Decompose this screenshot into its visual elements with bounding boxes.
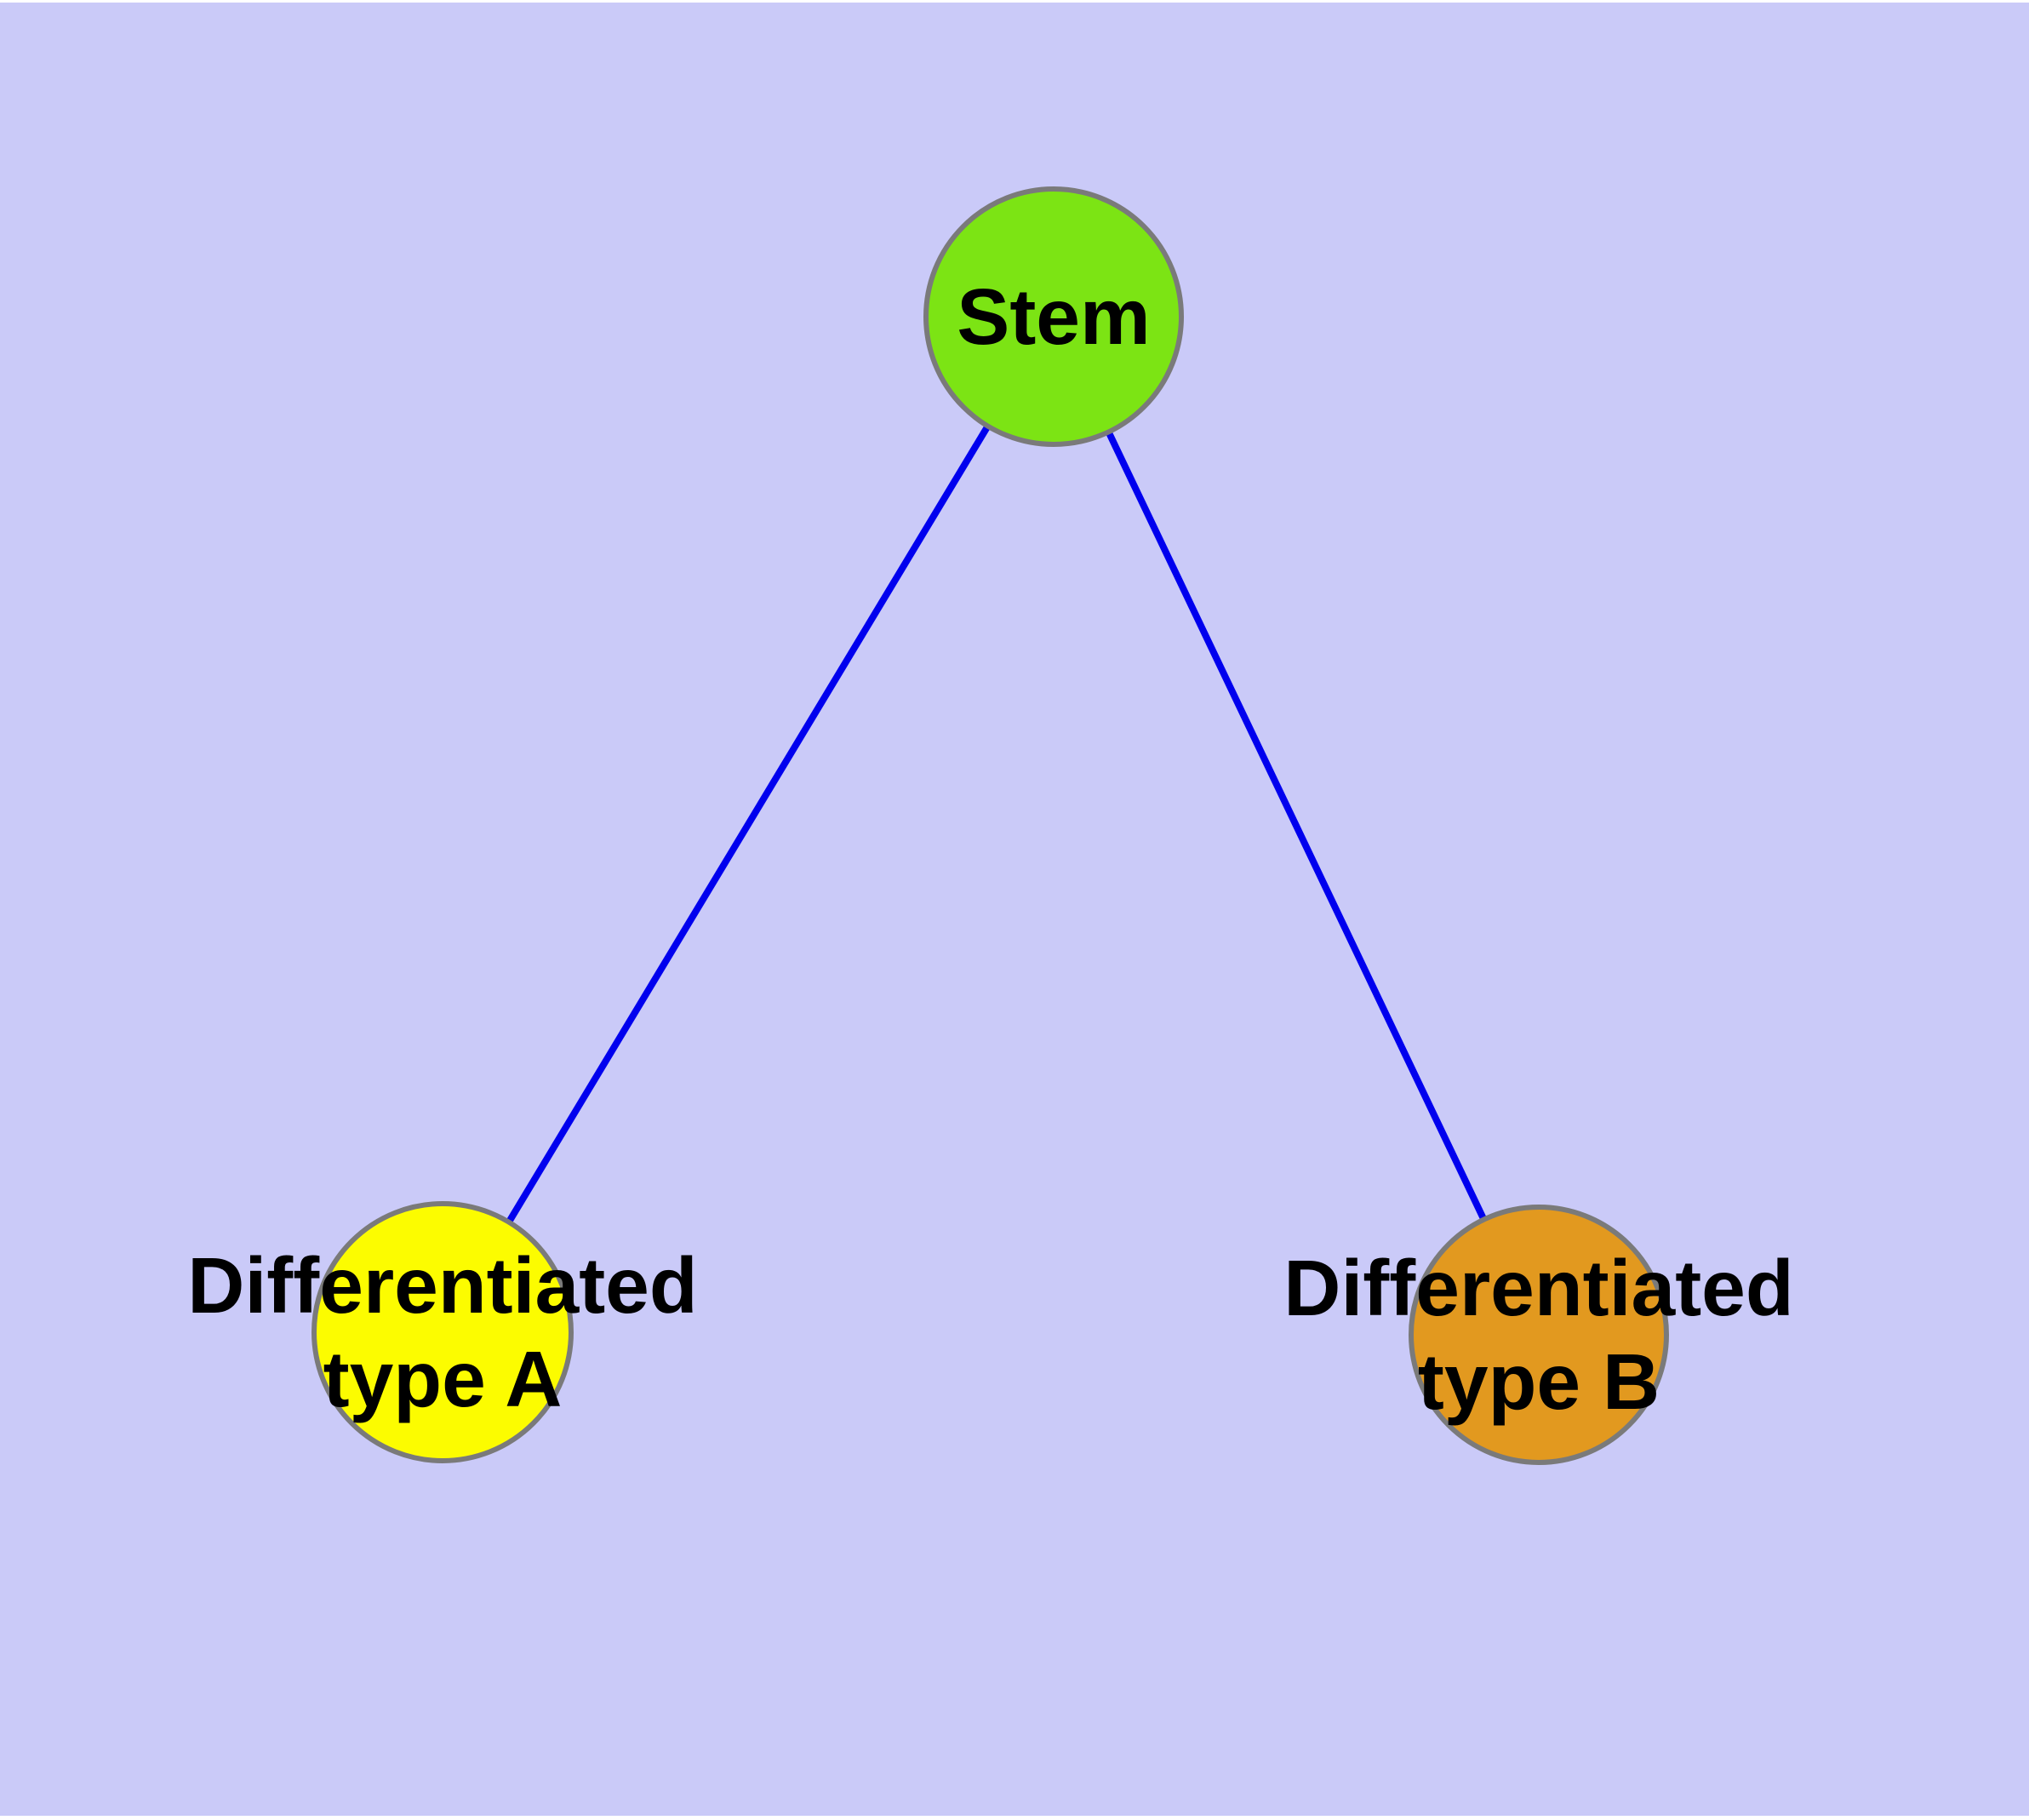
node-differentiated-type-a (311, 1201, 574, 1463)
edge-stem-to-differentiated-type-a (439, 314, 1057, 1335)
node-differentiated-type-b (1409, 1205, 1669, 1465)
node-stem (923, 186, 1184, 447)
edge-stem-to-differentiated-type-b (1050, 315, 1542, 1336)
edges-layer (439, 314, 1542, 1336)
nodes-layer (311, 186, 1669, 1465)
